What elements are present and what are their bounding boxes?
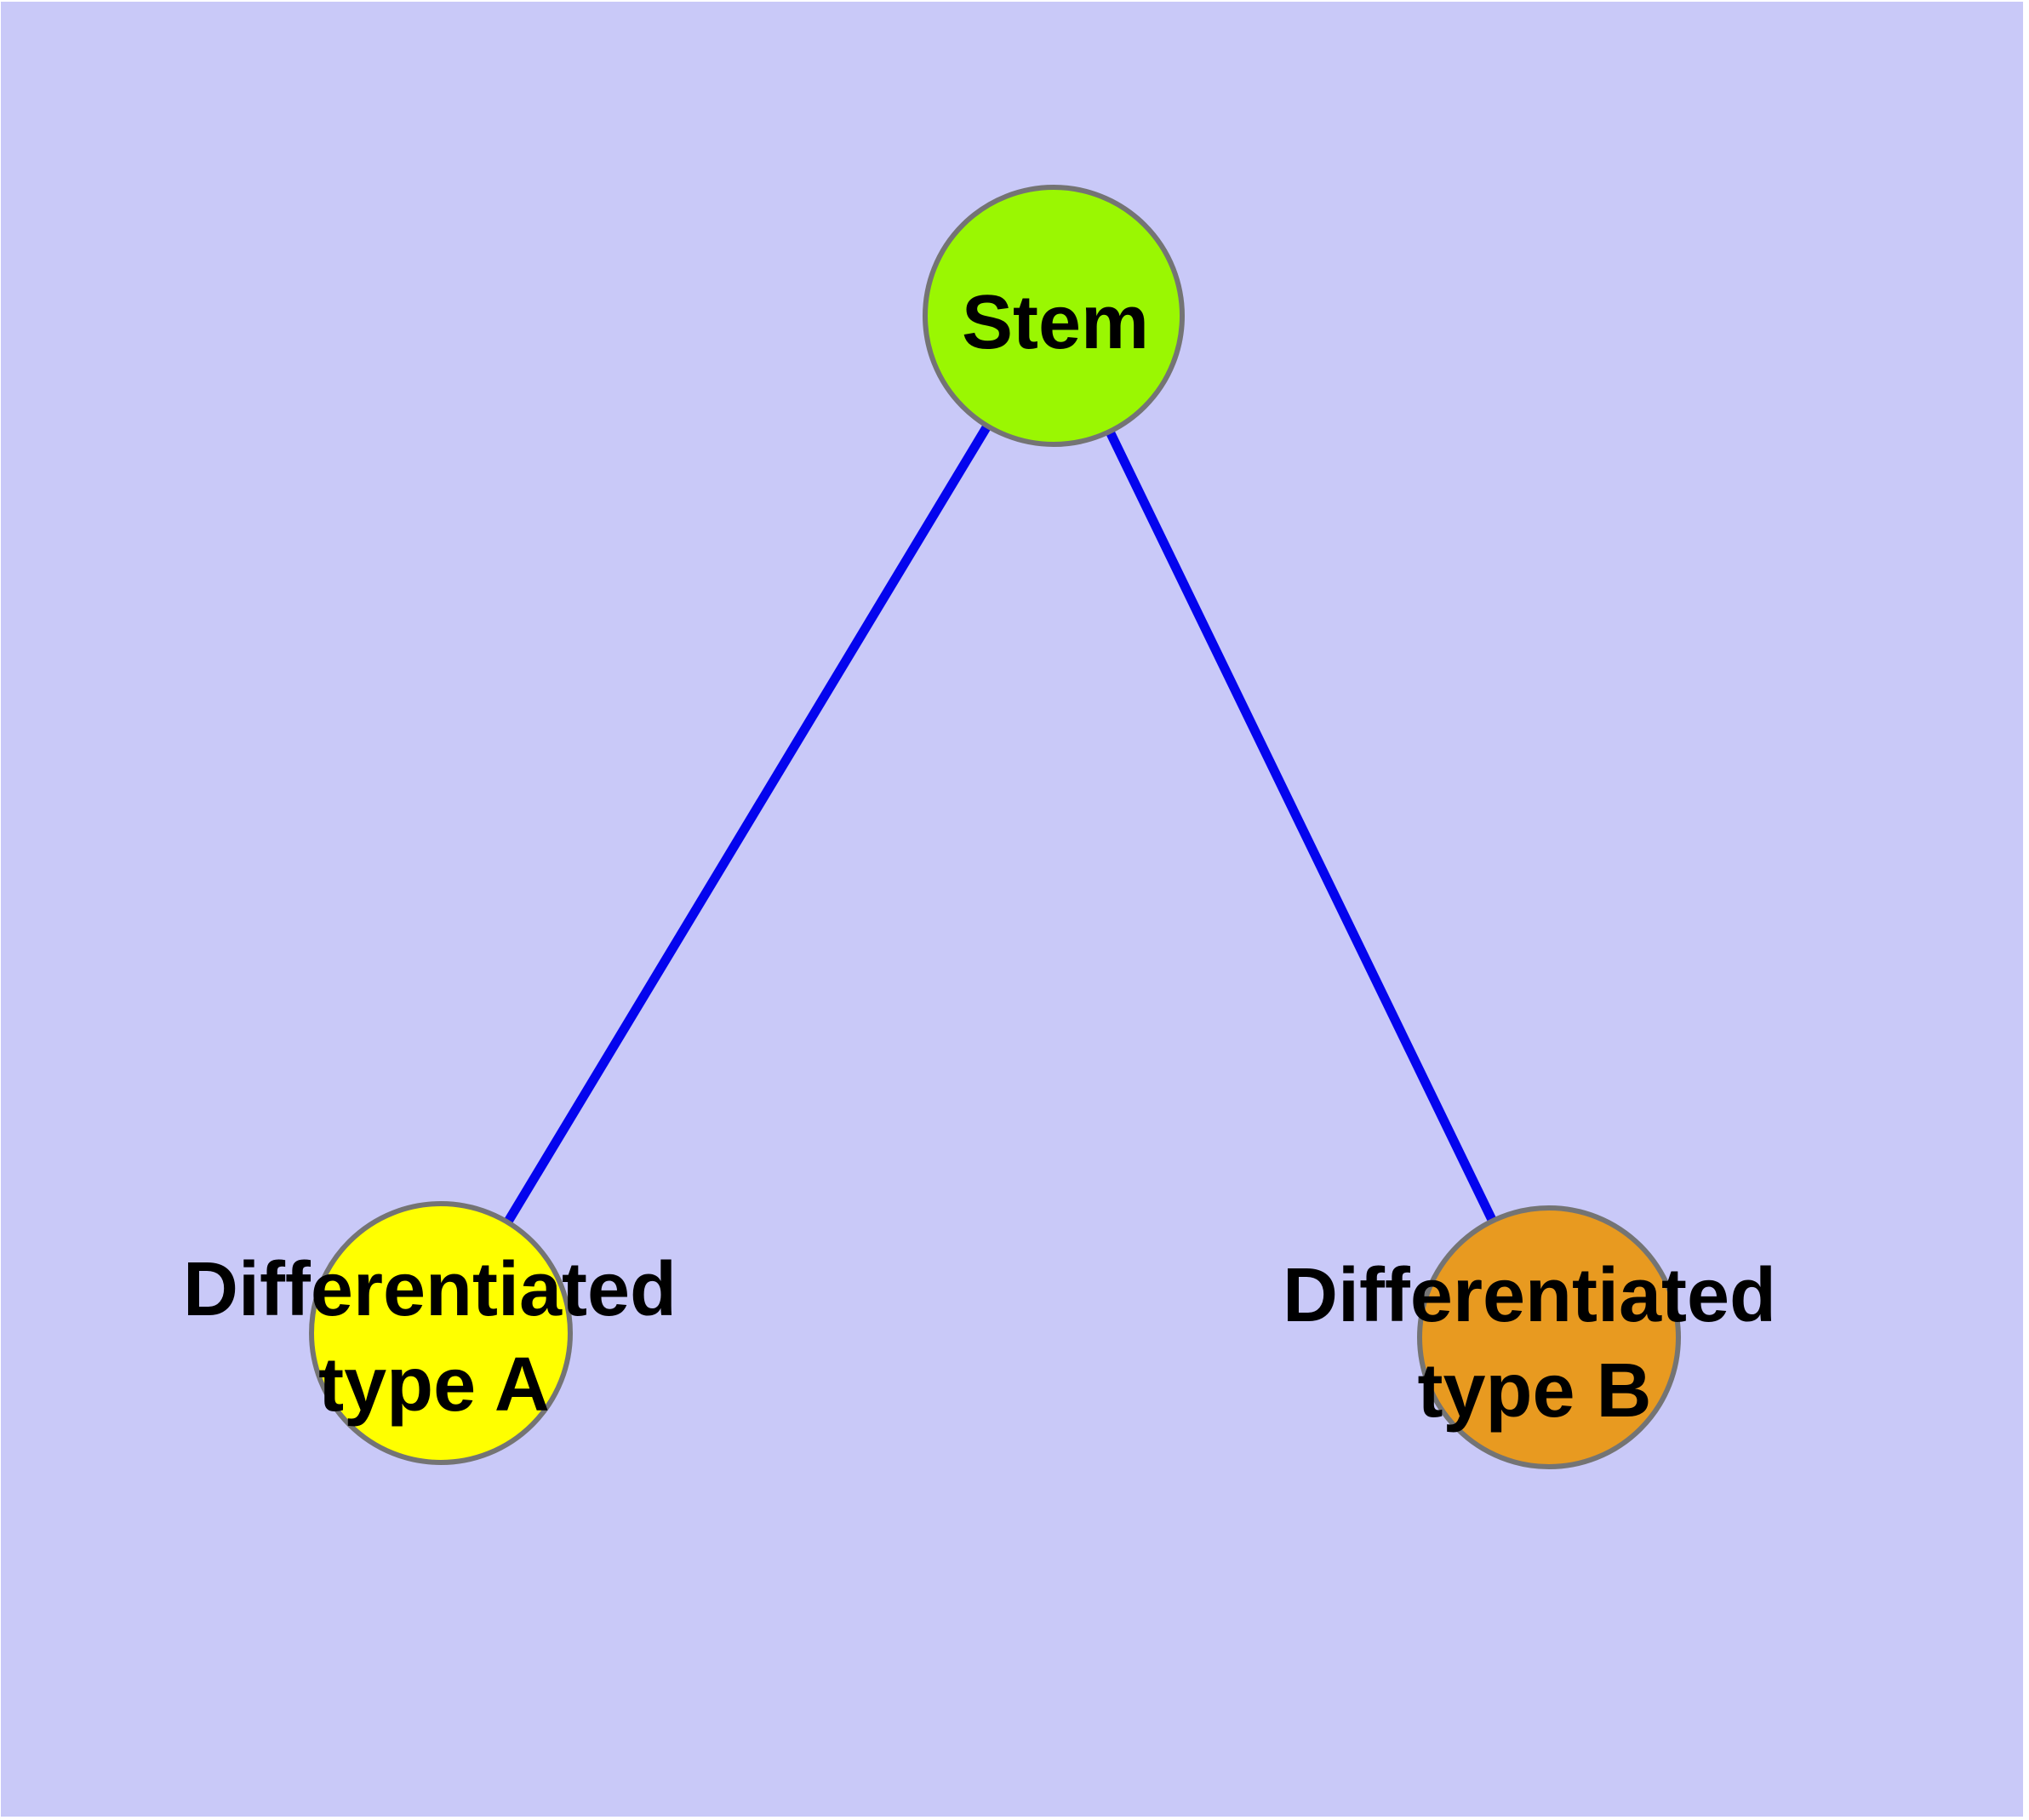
type-b-node-circle[interactable] [1417, 1205, 1681, 1469]
node-stem[interactable]: Stem [923, 185, 1185, 447]
node-differentiated-type-b[interactable]: Differentiated type B [1283, 1205, 1776, 1469]
edge-stem-to-type-b [1049, 313, 1553, 1340]
type-a-node-label-line2: type A [318, 1342, 550, 1428]
type-b-node-label-line2: type B [1417, 1348, 1651, 1434]
stem-node-label: Stem [962, 280, 1149, 365]
node-differentiated-type-a[interactable]: Differentiated type A [183, 1201, 677, 1465]
type-b-node-label-line1: Differentiated [1283, 1253, 1776, 1338]
edge-layer [437, 313, 1553, 1340]
stem-node-circle[interactable] [923, 185, 1185, 447]
edge-stem-to-type-a [437, 313, 1058, 1336]
type-a-node-circle[interactable] [309, 1201, 573, 1465]
type-a-node-label-line1: Differentiated [183, 1247, 677, 1332]
